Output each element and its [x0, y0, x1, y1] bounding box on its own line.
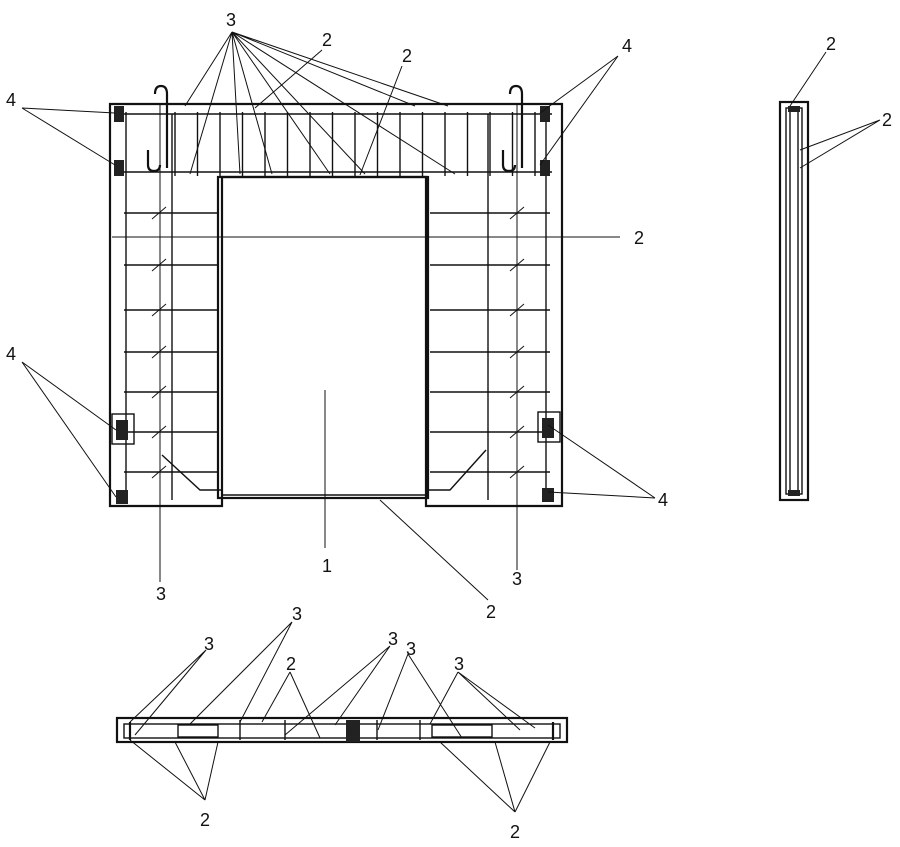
label: 2 [510, 822, 520, 842]
rebar-line [151, 465, 167, 479]
frame-outline [108, 102, 564, 508]
rebar-line [151, 385, 167, 399]
leg-horizontal-bars [124, 206, 550, 479]
reference-labels: 3 2 2 4 4 2 4 4 3 3 1 2 2 2 3 3 3 3 3 2 … [6, 10, 892, 842]
label: 1 [322, 556, 332, 576]
rebar-line [509, 345, 525, 359]
label: 3 [204, 634, 214, 654]
label: 2 [634, 228, 644, 248]
label: 4 [658, 490, 668, 510]
label: 2 [826, 34, 836, 54]
front-view [108, 84, 620, 582]
label: 2 [882, 110, 892, 130]
top-beam-stirrups [174, 112, 536, 176]
lifting-insert-blocks [111, 106, 561, 504]
label: 2 [402, 46, 412, 66]
label: 4 [6, 90, 16, 110]
leader-lines [21, 31, 881, 813]
opening [216, 175, 430, 500]
label: 3 [406, 639, 416, 659]
rebar-line [509, 425, 525, 439]
label: 2 [286, 654, 296, 674]
label: 2 [200, 810, 210, 830]
plan-view [115, 716, 569, 744]
label: 3 [156, 584, 166, 604]
label: 4 [6, 344, 16, 364]
rebar-line [151, 206, 167, 220]
rebar-line [151, 425, 167, 439]
rebar-line [509, 206, 525, 220]
label: 3 [512, 569, 522, 589]
rebar-line [509, 258, 525, 272]
rebar-line [151, 258, 167, 272]
rebar-line [509, 385, 525, 399]
rebar-line [509, 303, 525, 317]
label: 3 [388, 629, 398, 649]
label: 2 [322, 30, 332, 50]
rebar-line [151, 345, 167, 359]
label: 4 [622, 36, 632, 56]
label: 3 [454, 654, 464, 674]
label: 3 [226, 10, 236, 30]
side-view [778, 100, 810, 502]
label: 3 [292, 604, 302, 624]
label: 2 [486, 602, 496, 622]
rebar-line [509, 465, 525, 479]
rebar-line [151, 303, 167, 317]
